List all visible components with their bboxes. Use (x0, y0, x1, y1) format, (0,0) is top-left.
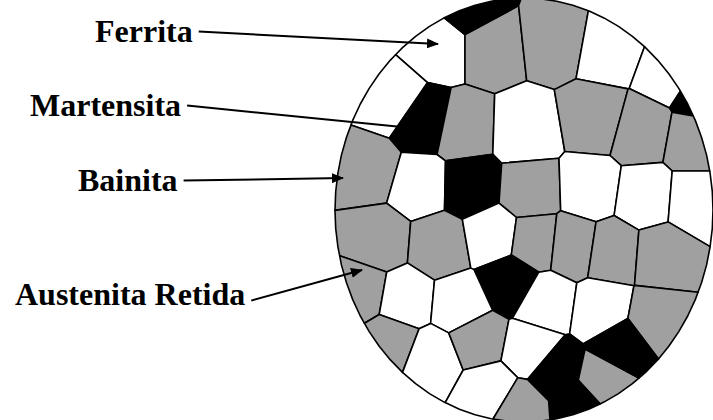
leader-arrow (251, 270, 362, 301)
grain (493, 81, 565, 163)
grain (610, 89, 672, 166)
grain (583, 318, 658, 378)
phase-label: Martensita (30, 88, 181, 123)
grain (499, 158, 561, 217)
grain (559, 152, 621, 222)
phase-label: Austenita Retida (15, 277, 245, 312)
leader-arrow (199, 32, 438, 44)
leader-arrow (187, 106, 412, 128)
grain (635, 222, 711, 292)
leader-arrow (184, 178, 343, 181)
grain (493, 378, 550, 420)
phase-label: Bainita (78, 163, 178, 198)
grain (444, 0, 521, 35)
grain (588, 216, 639, 286)
grain (549, 380, 600, 420)
phase-label: Ferrita (95, 14, 193, 49)
grain (663, 112, 710, 171)
grain (437, 84, 495, 161)
